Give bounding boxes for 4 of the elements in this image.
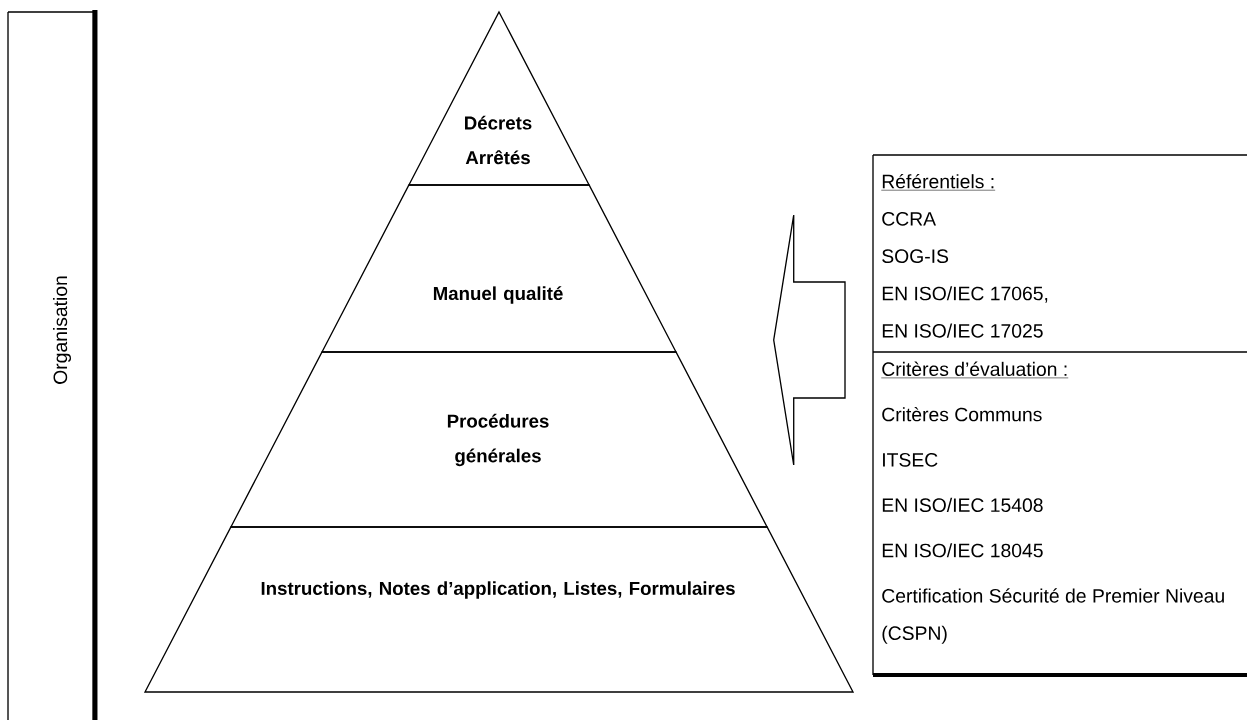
block-arrow xyxy=(773,214,846,466)
side-band: Organisation xyxy=(7,10,98,720)
list-box: Référentiels : CCRA SOG-IS EN ISO/IEC 17065, EN ISO/IEC 17025 xyxy=(872,154,1247,353)
list-box: Critères d’évaluation : Critères Communs ITSEC EN ISO/IEC 15408 EN ISO/IEC 18045 Certification Sécurité de Premier Niveau (CSPN) xyxy=(872,351,1247,677)
